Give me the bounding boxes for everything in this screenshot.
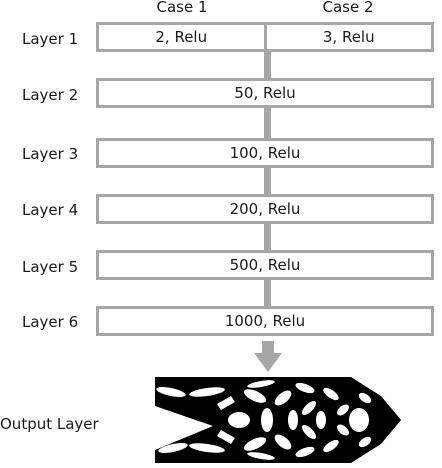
layer-3-label: Layer 3 bbox=[22, 145, 79, 163]
case-2-header: Case 2 bbox=[322, 0, 374, 16]
connector-5-6 bbox=[264, 280, 271, 306]
layer-6-value: 1000, Relu bbox=[224, 312, 306, 330]
layer-1-box: 2, Relu 3, Relu bbox=[96, 22, 434, 52]
layer-1-case-2-value: 3, Relu bbox=[322, 28, 375, 46]
layer-1-case-1-value: 2, Relu bbox=[99, 25, 267, 49]
layer-1-label: Layer 1 bbox=[22, 30, 79, 48]
down-arrow-icon bbox=[254, 341, 282, 372]
layer-5-box: 500, Relu bbox=[96, 250, 434, 280]
layer-6-box: 1000, Relu bbox=[96, 306, 434, 336]
connector-1-2 bbox=[264, 52, 271, 78]
layer-4-label: Layer 4 bbox=[22, 201, 79, 219]
output-layer-label: Output Layer bbox=[0, 415, 99, 433]
layer-3-value: 100, Relu bbox=[229, 144, 301, 162]
layer-3-box: 100, Relu bbox=[96, 138, 434, 168]
connector-3-4 bbox=[264, 168, 271, 194]
connector-2-3 bbox=[264, 108, 271, 138]
layer-5-label: Layer 5 bbox=[22, 258, 79, 276]
output-structure-image bbox=[155, 377, 401, 463]
layer-4-value: 200, Relu bbox=[229, 200, 301, 218]
layer-2-label: Layer 2 bbox=[22, 86, 79, 104]
layer-6-label: Layer 6 bbox=[22, 313, 79, 331]
layer-2-box: 50, Relu bbox=[96, 78, 434, 108]
layer-5-value: 500, Relu bbox=[229, 256, 301, 274]
case-1-header: Case 1 bbox=[156, 0, 208, 16]
layer-4-box: 200, Relu bbox=[96, 194, 434, 224]
connector-4-5 bbox=[264, 224, 271, 250]
layer-2-value: 50, Relu bbox=[234, 84, 296, 102]
